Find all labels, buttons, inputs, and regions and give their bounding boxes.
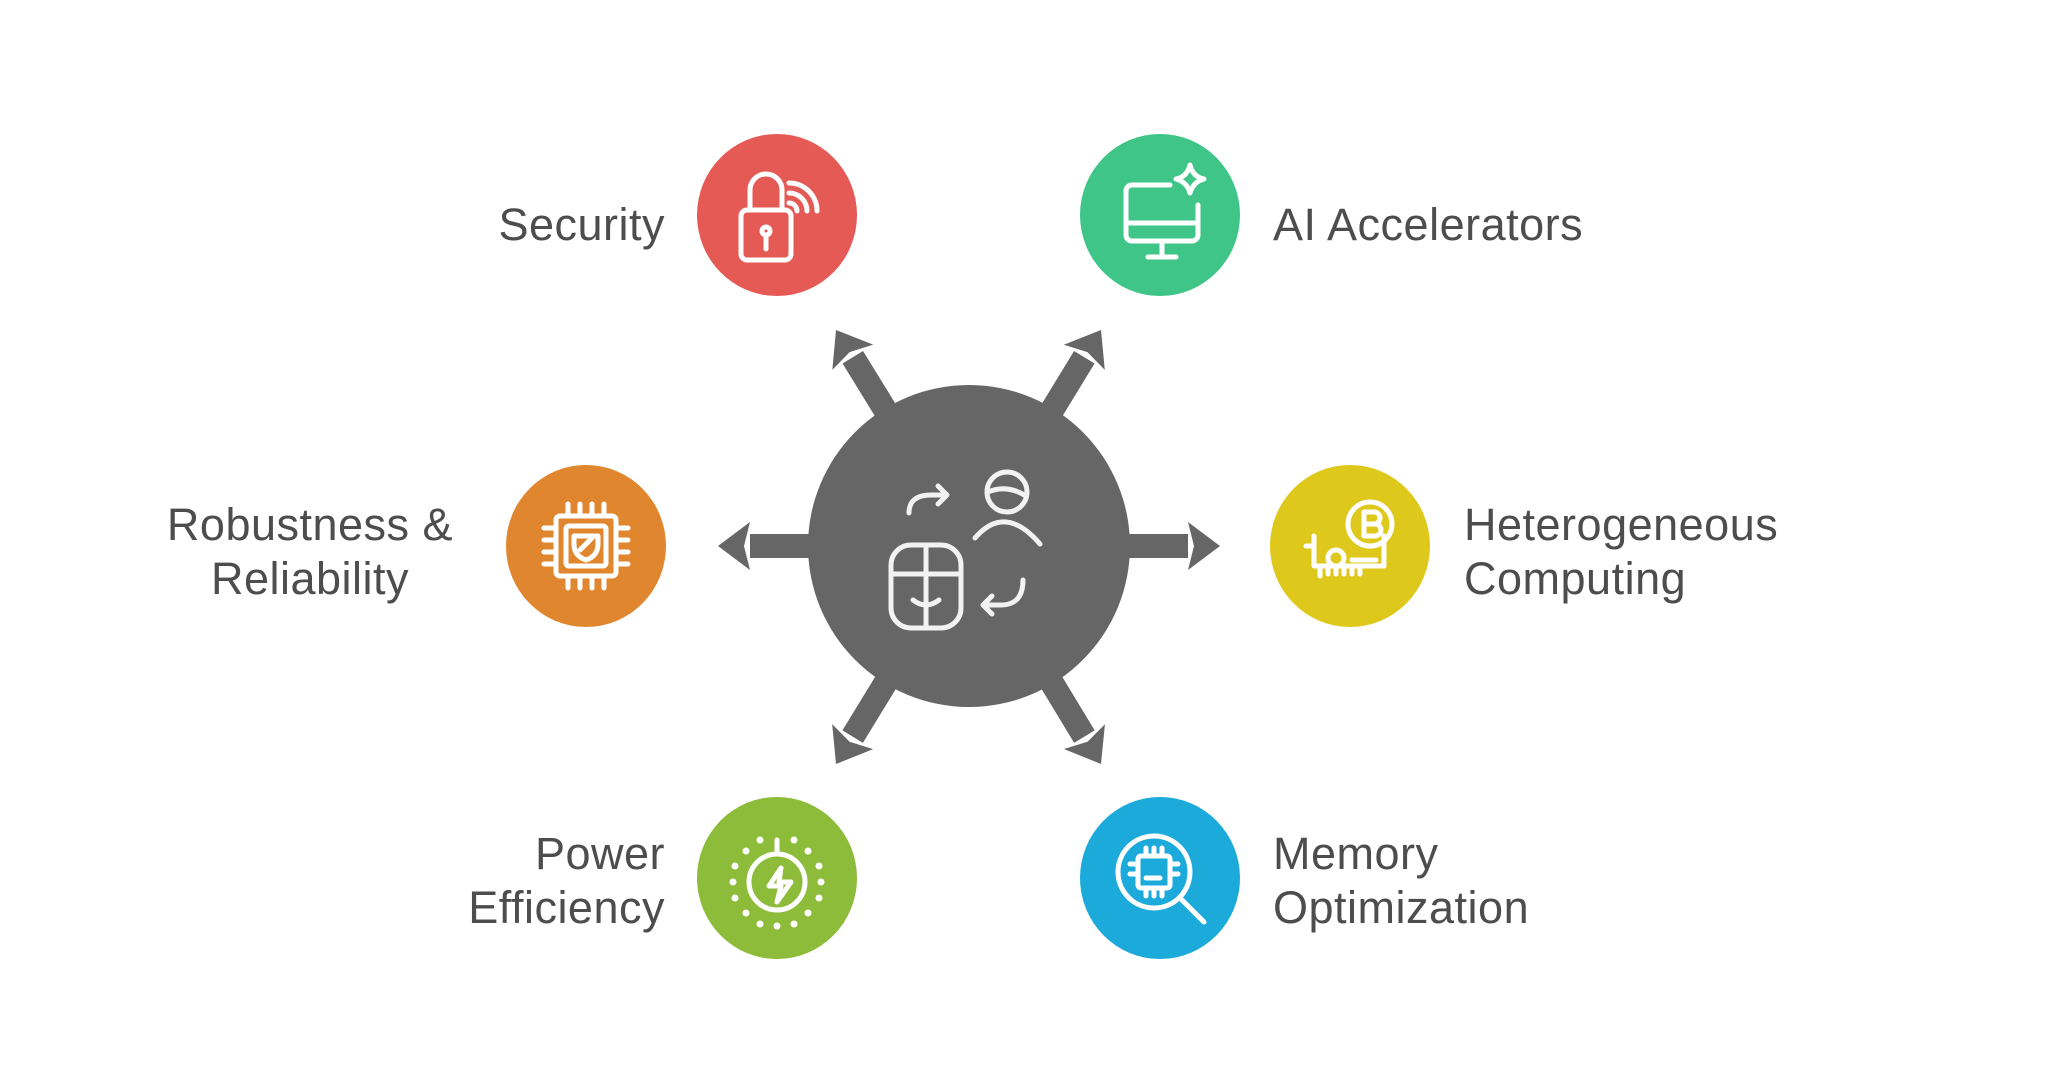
power-bolt-icon <box>729 836 825 930</box>
node-memory <box>1080 797 1240 959</box>
node-robustness <box>506 465 666 627</box>
label-line: Efficiency <box>468 882 665 933</box>
label-line: AI Accelerators <box>1273 199 1584 250</box>
label-line: Security <box>498 199 665 250</box>
hub-circle <box>808 385 1130 707</box>
label-line: Robustness & <box>166 499 454 550</box>
chip-magnifier-icon <box>1115 833 1207 925</box>
monitor-sparkle-icon <box>1123 162 1207 260</box>
chip-shield-icon <box>541 501 631 591</box>
node-circle <box>1270 465 1430 627</box>
label-line: Reliability <box>210 553 410 604</box>
label-ai-accelerators: AI Accelerators <box>1273 198 1673 252</box>
node-security <box>697 134 857 296</box>
label-line: Optimization <box>1273 882 1530 933</box>
label-line: Computing <box>1464 553 1687 604</box>
user-mouse-exchange-icon <box>888 469 1043 631</box>
lock-wireless-icon <box>738 171 820 263</box>
node-circle <box>1080 134 1240 296</box>
label-security: Security <box>360 198 665 252</box>
gpu-card-bitcoin-icon <box>1303 499 1395 579</box>
node-ai-accelerators <box>1080 134 1240 296</box>
label-line: Memory <box>1273 828 1439 879</box>
label-line: Power <box>534 828 665 879</box>
node-heterogeneous <box>1270 465 1430 627</box>
node-circles <box>506 134 1430 959</box>
label-robustness-reliability: Robustness &Reliability <box>130 498 490 606</box>
node-circle <box>697 134 857 296</box>
label-line: Heterogeneous <box>1464 499 1779 550</box>
node-power <box>697 797 857 959</box>
